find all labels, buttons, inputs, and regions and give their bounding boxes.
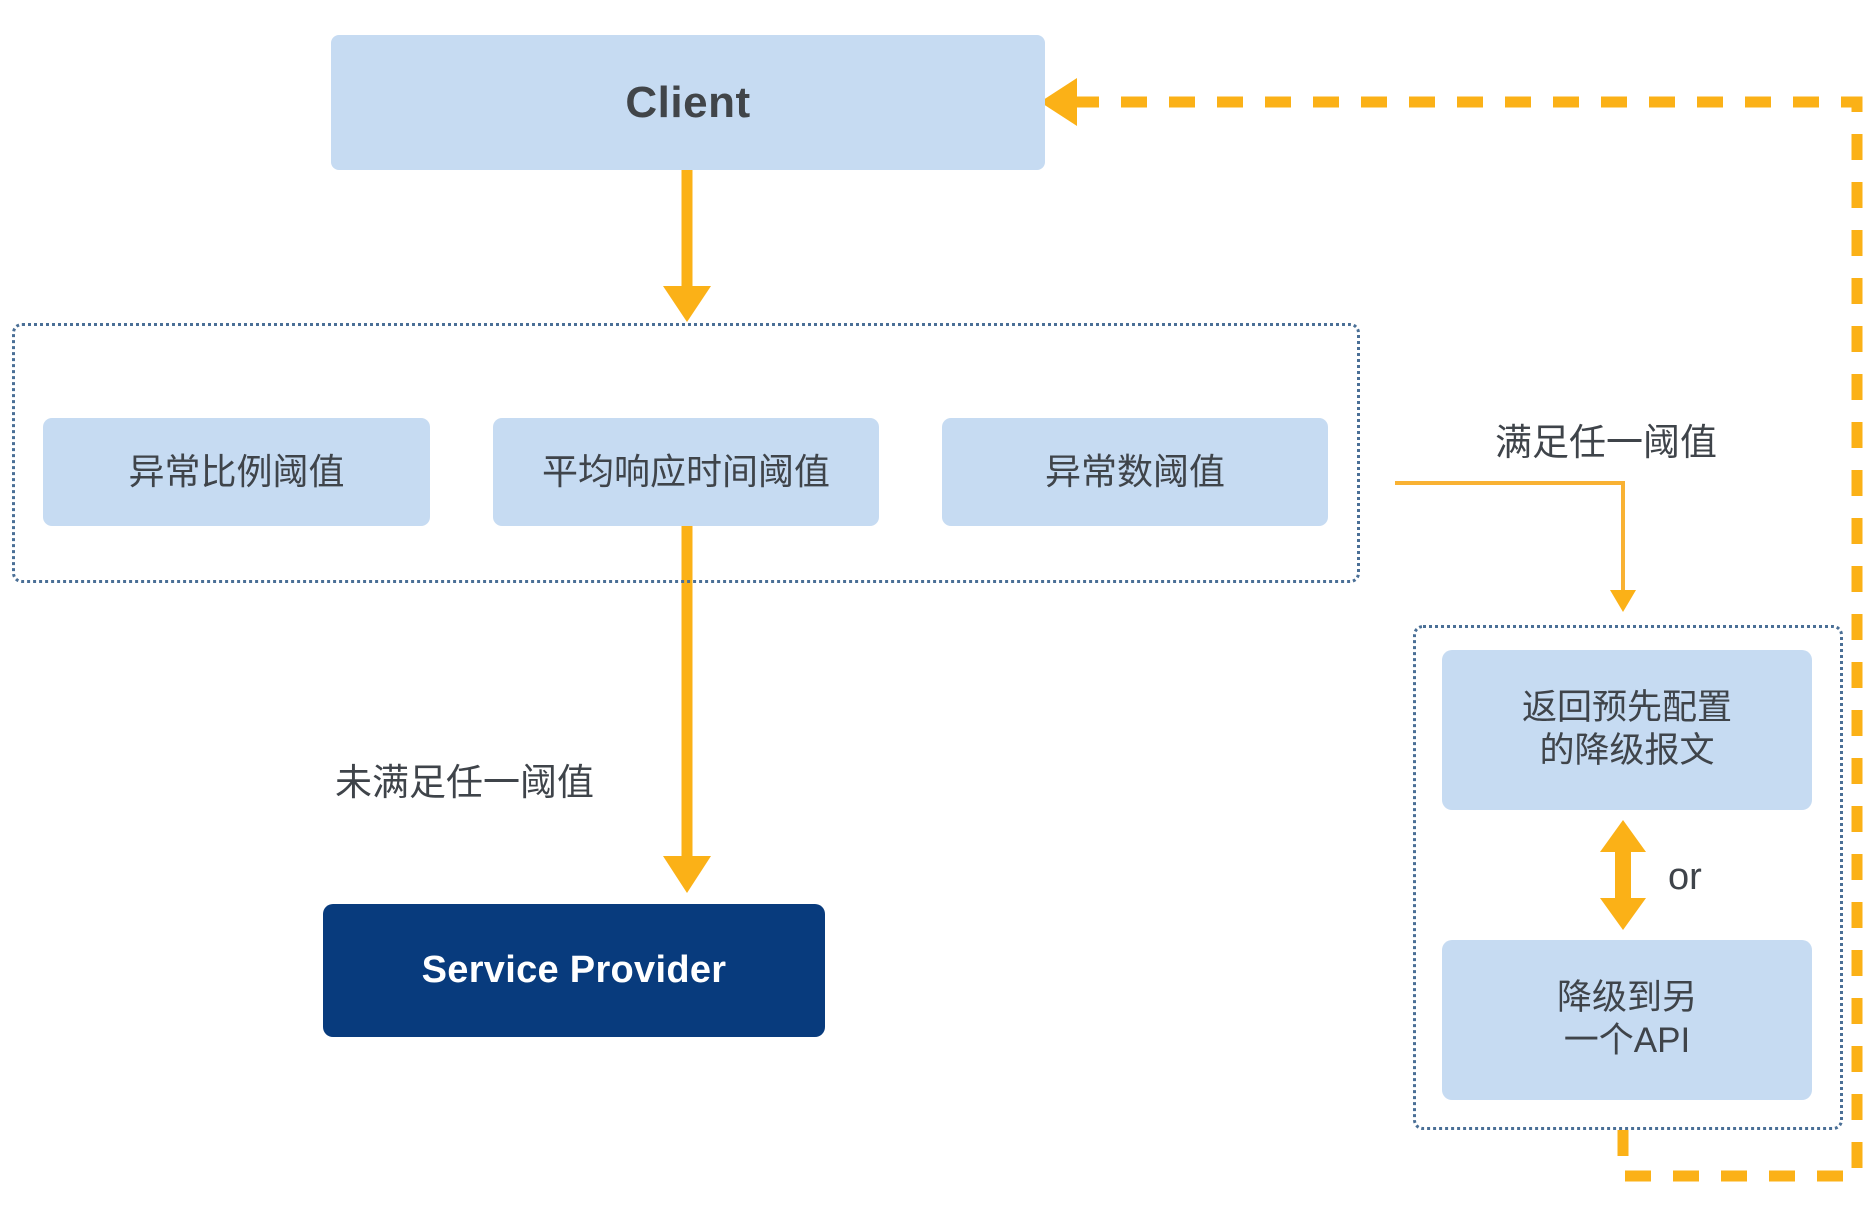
edge-label-met: 满足任一阈值 — [1495, 422, 1717, 463]
edge-thresholds-to-fallback — [1395, 481, 1636, 612]
threshold-box-avg-response-time[interactable]: 平均响应时间阈值 — [493, 418, 879, 526]
fallback-box-preconfigured-message[interactable]: 返回预先配置的降级报文 — [1442, 650, 1812, 810]
fallback-group-container — [1413, 625, 1843, 1130]
threshold-group-container — [12, 323, 1360, 583]
fallback-box-another-api[interactable]: 降级到另一个API — [1442, 940, 1812, 1100]
edge-client-to-thresholds — [663, 170, 711, 322]
edge-label-or: or — [1668, 856, 1702, 898]
edge-label-not-met: 未满足任一阈值 — [335, 762, 594, 803]
threshold-box-error-ratio[interactable]: 异常比例阈值 — [43, 418, 430, 526]
node-client[interactable]: Client — [331, 35, 1045, 170]
node-service-provider[interactable]: Service Provider — [323, 904, 825, 1037]
threshold-box-error-count[interactable]: 异常数阈值 — [942, 418, 1328, 526]
